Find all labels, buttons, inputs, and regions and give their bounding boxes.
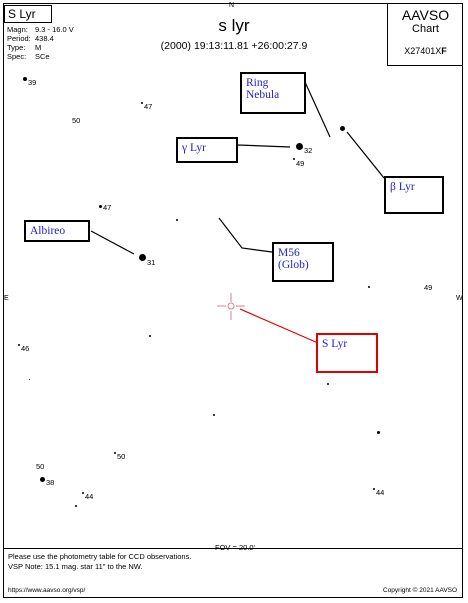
chart-title: s lyr (218, 16, 250, 35)
aavso-chart-label: Chart (412, 23, 439, 35)
star-magnitude: 38 (46, 478, 55, 487)
label-gamma-lyr: γ Lyr (176, 137, 238, 163)
star-info: Magn:9.3 - 16.0 V Period:438.4 Type:M Sp… (7, 25, 74, 61)
star-magnitude: 46 (21, 344, 30, 353)
aavso-logo-text: AAVSO (401, 7, 450, 23)
star-magnitude: 32 (304, 146, 313, 155)
footer-divider (3, 548, 463, 549)
star-beta-lyr (340, 126, 345, 131)
star-magnitude: 49 (424, 283, 433, 292)
star-magnitude: 39 (28, 78, 37, 87)
star (82, 492, 84, 494)
ring-nebula-pointer (304, 81, 331, 138)
star (149, 335, 151, 337)
compass-west: W (456, 295, 463, 302)
label-albireo: Albireo (24, 220, 90, 242)
star (368, 286, 370, 288)
star (114, 452, 116, 454)
fov-label: FOV = 20.0' (215, 543, 255, 552)
chart-id: X27401XF (404, 46, 447, 56)
star-magnitude: 47 (103, 203, 112, 212)
star-magnitude: 50 (36, 462, 45, 471)
star-magnitude: 44 (85, 492, 94, 501)
star-magnitude: 31 (147, 258, 156, 267)
s-lyr-pointer (239, 308, 319, 344)
ccd-note: Please use the photometry table for CCD … (8, 552, 192, 561)
chart-frame (3, 3, 463, 598)
info-row-type: Type:M (7, 43, 42, 52)
star (23, 77, 27, 81)
star (377, 431, 380, 434)
star (141, 102, 143, 104)
compass-north: N (229, 2, 235, 9)
star (75, 505, 77, 507)
star (176, 219, 178, 221)
info-row-period: Period:438.4 (7, 34, 54, 43)
compass-east: E (4, 295, 9, 302)
star (29, 379, 30, 380)
star-magnitude: 47 (144, 102, 153, 111)
star (213, 414, 215, 416)
albireo-pointer (90, 230, 135, 255)
star (293, 158, 295, 160)
beta-lyr-pointer (346, 131, 385, 179)
star-magnitude: 44 (376, 488, 385, 497)
vsp-url-link[interactable]: https://www.aavso.org/vsp/ (8, 587, 86, 594)
label-beta-lyr: β Lyr (384, 176, 444, 214)
chart-coordinates: (2000) 19:13:11.81 +26:00:27.9 (160, 40, 308, 52)
copyright: Copyright © 2021 AAVSO (383, 587, 458, 594)
star (40, 477, 45, 482)
info-row-magn: Magn:9.3 - 16.0 V (7, 25, 74, 34)
star (99, 205, 102, 208)
info-row-spec: Spec:SCe (7, 52, 50, 61)
star-magnitude: 50 (72, 116, 81, 125)
label-s-lyr: S Lyr (316, 333, 378, 373)
star (373, 488, 375, 490)
star-magnitude: 50 (117, 452, 126, 461)
m56-pointer (218, 217, 273, 253)
gamma-lyr-pointer (237, 144, 291, 148)
label-m56: M56 (Glob) (272, 242, 334, 282)
star-magnitude: 49 (296, 159, 305, 168)
vsp-note: VSP Note: 15.1 mag. star 11" to the NW. (8, 562, 143, 571)
label-ring-nebula: Ring Nebula (240, 72, 306, 114)
star-gamma-lyr (296, 143, 303, 150)
star-albireo (139, 254, 146, 261)
aavso-brand-box: AAVSO Chart X27401XF (387, 4, 463, 66)
star-name-box: S Lyr (4, 5, 52, 23)
target-crosshair-icon (217, 293, 245, 320)
star (18, 344, 20, 346)
star (327, 383, 329, 385)
